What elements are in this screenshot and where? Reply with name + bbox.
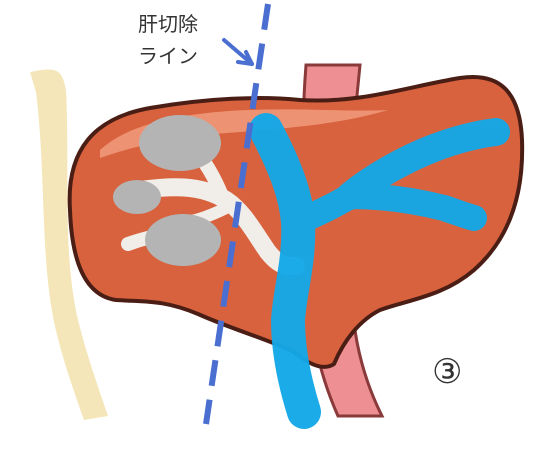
tumor-1 bbox=[139, 115, 221, 171]
step-marker: ③ bbox=[432, 352, 462, 392]
tumor-2 bbox=[113, 180, 161, 214]
cut-line-label-line2: ライン bbox=[138, 44, 198, 68]
cut-line-label-line1: 肝切除 bbox=[138, 12, 198, 36]
arrow-down-right-icon bbox=[224, 40, 252, 64]
tumor-3 bbox=[145, 214, 221, 266]
